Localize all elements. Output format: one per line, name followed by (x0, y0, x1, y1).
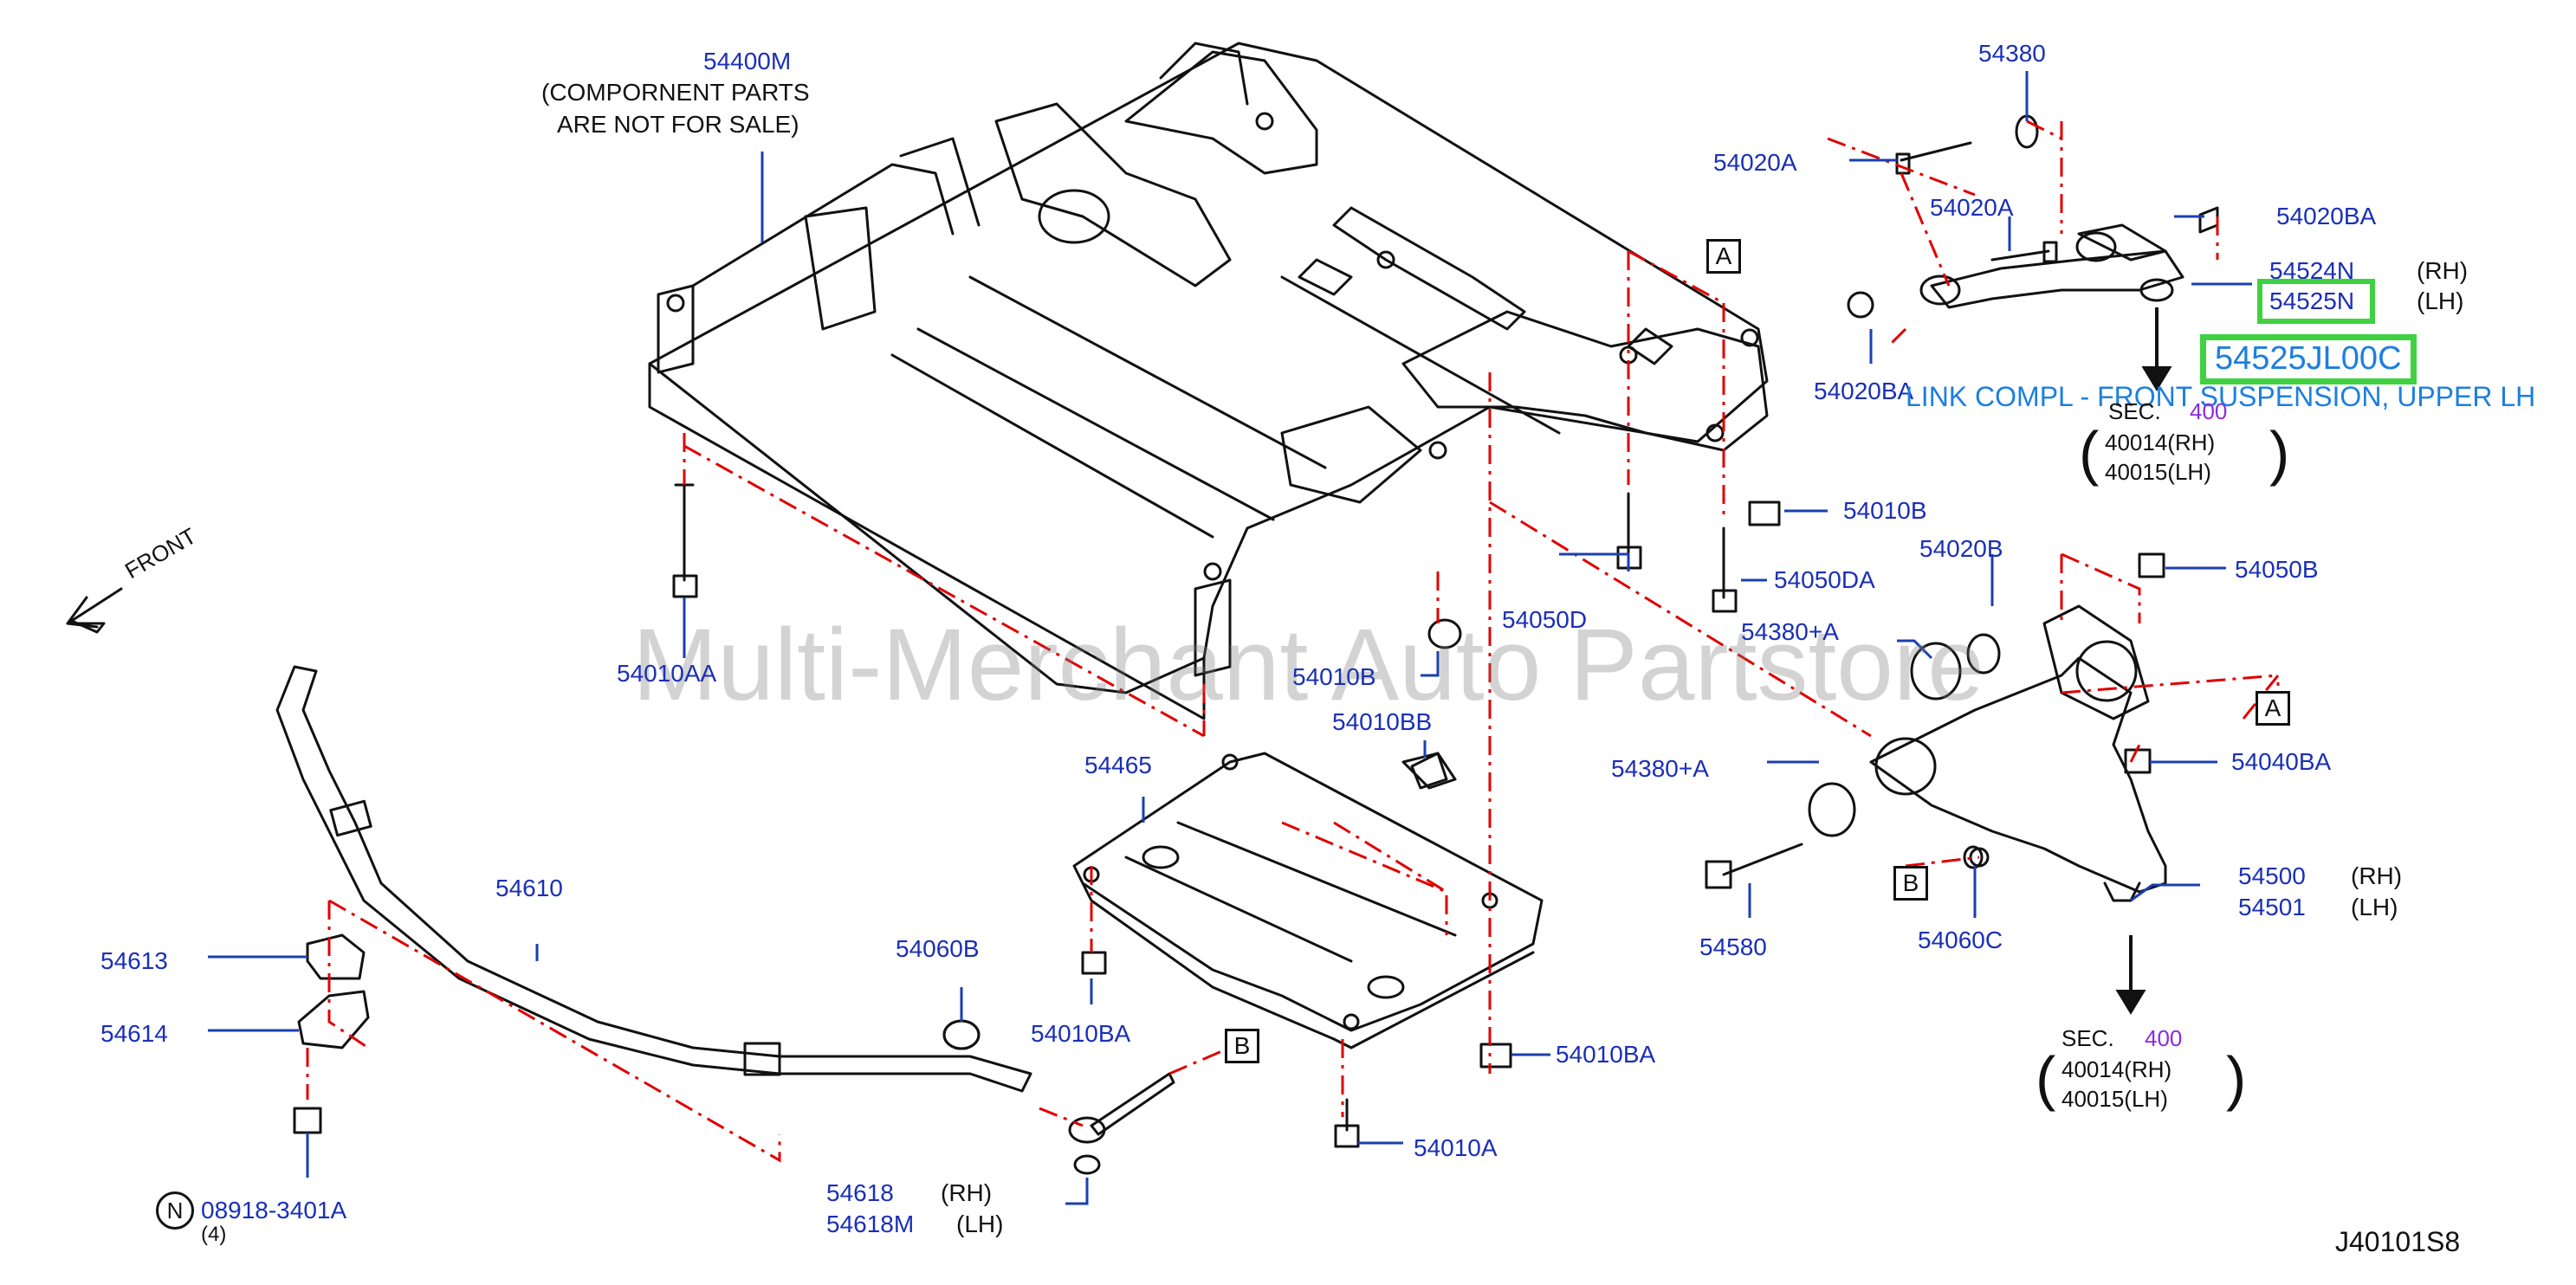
callout-54500[interactable]: 54500 (2238, 862, 2306, 889)
sec-ref-bottom-open-paren: ( (2036, 1044, 2056, 1112)
rh-label-1: (RH) (2417, 257, 2469, 284)
lh-label-2: (LH) (2351, 894, 2398, 920)
subframe-drawing (648, 42, 1769, 720)
sec-ref-top-line1: 40014(RH) (2105, 429, 2216, 455)
front-arrow-icon (66, 587, 123, 634)
callout-54010b-2[interactable]: 54010B (1292, 663, 1376, 690)
highlight-part-number[interactable]: 54525JL00C (2200, 334, 2417, 384)
ref-box-a-1: A (1706, 239, 1741, 274)
ref-box-b-2: B (1893, 866, 1928, 901)
callout-54614[interactable]: 54614 (100, 1020, 168, 1047)
lh-label-3: (LH) (956, 1211, 1004, 1237)
sec-ref-bottom-line2: 40015(LH) (2061, 1086, 2168, 1112)
callout-54060c[interactable]: 54060C (1918, 927, 2003, 953)
callout-08918-3401a[interactable]: 08918-3401A (201, 1197, 347, 1224)
quantity-label: (4) (201, 1223, 227, 1246)
callout-54610[interactable]: 54610 (495, 875, 563, 901)
callout-54400m[interactable]: 54400M (703, 48, 792, 74)
callout-54501[interactable]: 54501 (2238, 894, 2306, 920)
stabilizer-link-drawing (1068, 1072, 1175, 1175)
callout-54010b-1[interactable]: 54010B (1843, 497, 1927, 524)
highlight-box-54525n (2257, 279, 2375, 324)
diagram-code: J40101S8 (2335, 1226, 2461, 1257)
n-mark-icon: N (156, 1191, 194, 1230)
sec-ref-top-label: SEC. (2108, 398, 2161, 424)
callout-54020ba-1[interactable]: 54020BA (2276, 203, 2377, 229)
rh-label-3: (RH) (941, 1179, 993, 1206)
callout-54010ba-1[interactable]: 54010BA (1031, 1020, 1131, 1047)
callout-54010ba-2[interactable]: 54010BA (1556, 1041, 1656, 1068)
ref-box-b-1: B (1225, 1029, 1259, 1063)
sec-ref-bottom-number[interactable]: 400 (2145, 1025, 2183, 1051)
sec-ref-top-close-paren: ) (2269, 419, 2290, 487)
callout-54524n[interactable]: 54524N (2269, 257, 2355, 284)
callout-54380[interactable]: 54380 (1978, 40, 2046, 67)
callout-54010bb[interactable]: 54010BB (1332, 708, 1433, 735)
sec-ref-top-line2: 40015(LH) (2105, 459, 2211, 485)
callout-54010aa[interactable]: 54010AA (617, 660, 717, 687)
callout-54618[interactable]: 54618 (826, 1179, 894, 1206)
sec-ref-bottom-line1: 40014(RH) (2061, 1056, 2172, 1082)
callout-54040ba[interactable]: 54040BA (2231, 748, 2332, 775)
sec-ref-bottom-label: SEC. (2061, 1025, 2114, 1051)
callout-54050da[interactable]: 54050DA (1774, 566, 1875, 593)
callout-54020a-2[interactable]: 54020A (1930, 194, 2014, 221)
sec-ref-top-open-paren: ( (2079, 419, 2100, 487)
sec-ref-bottom-close-paren: ) (2226, 1044, 2247, 1112)
callout-54465[interactable]: 54465 (1084, 752, 1152, 778)
callout-54060b[interactable]: 54060B (896, 935, 980, 962)
component-note-line1: (COMPORNENT PARTS (541, 79, 810, 106)
highlight-description: LINK COMPL - FRONT SUSPENSION, UPPER LH (1906, 381, 2536, 412)
lh-label-1: (LH) (2417, 287, 2464, 314)
watermark: Multi-Merchant Auto Partstore (632, 608, 1984, 722)
component-note-line2: ARE NOT FOR SALE) (557, 111, 799, 138)
sec-ref-top-number[interactable]: 400 (2190, 398, 2228, 424)
callout-54010a[interactable]: 54010A (1414, 1134, 1498, 1161)
rh-label-2: (RH) (2351, 862, 2403, 889)
callout-54020b[interactable]: 54020B (1919, 535, 2003, 562)
callout-54050d[interactable]: 54050D (1502, 606, 1588, 633)
callout-54613[interactable]: 54613 (100, 947, 168, 974)
callout-54580[interactable]: 54580 (1699, 933, 1767, 960)
callout-54050b[interactable]: 54050B (2235, 556, 2319, 583)
callout-54525n[interactable]: 54525N (2269, 287, 2355, 314)
callout-54618m[interactable]: 54618M (826, 1211, 915, 1237)
stabilizer-bar-drawing (275, 665, 1032, 1093)
callout-54380a-2[interactable]: 54380+A (1611, 755, 1709, 782)
callout-54380a-1[interactable]: 54380+A (1741, 618, 1839, 645)
callout-54020a-1[interactable]: 54020A (1713, 149, 1797, 176)
ref-box-a-2: A (2256, 691, 2290, 726)
callout-54020ba-2[interactable]: 54020BA (1814, 378, 1914, 404)
upper-link-drawing (1847, 114, 2219, 319)
